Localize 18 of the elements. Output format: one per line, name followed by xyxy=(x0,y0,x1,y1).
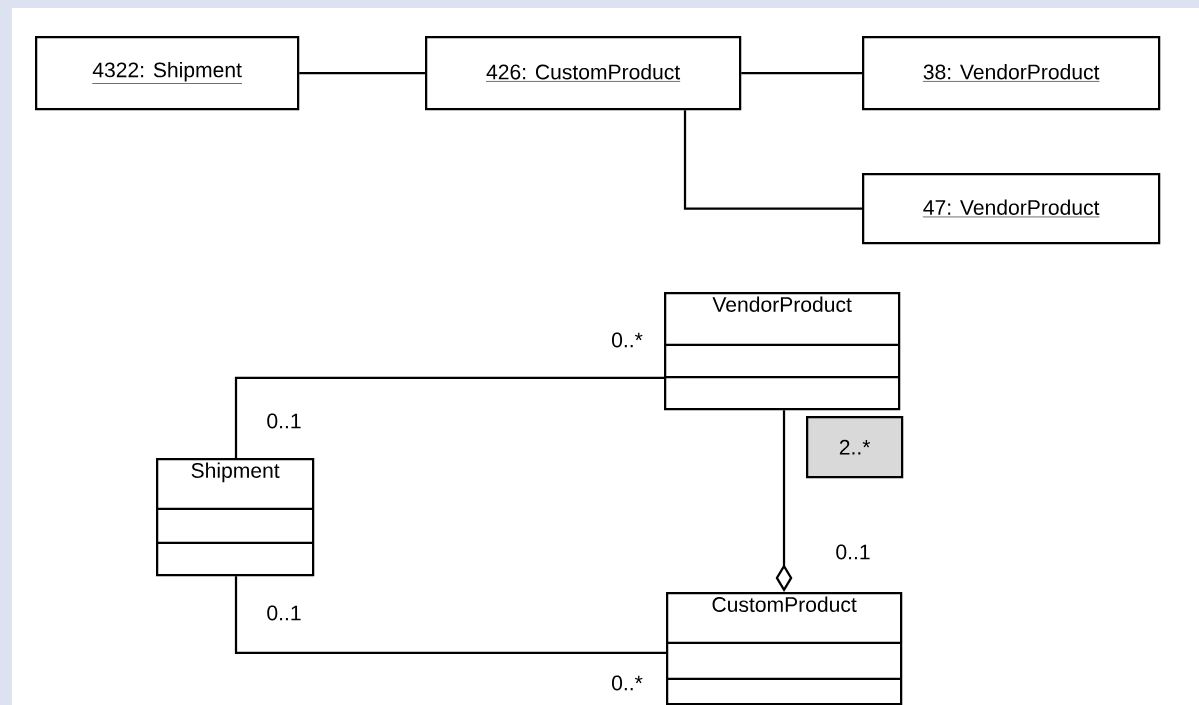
class-box: VendorProduct xyxy=(664,292,901,411)
multiplicity-note: 2..* xyxy=(806,416,904,479)
class-box: CustomProduct xyxy=(666,592,903,705)
class-box: Shipment xyxy=(156,458,315,577)
association-line xyxy=(741,72,862,75)
object-box: 38: VendorProduct xyxy=(862,36,1161,111)
association-line xyxy=(234,376,664,458)
multiplicity-label: 0..1 xyxy=(267,605,301,621)
association-line xyxy=(683,110,862,210)
association-line xyxy=(234,576,666,655)
multiplicity-label: 0..* xyxy=(612,675,643,691)
object-box: 4322: Shipment xyxy=(35,36,300,111)
association-line xyxy=(299,72,425,75)
object-box: 426: CustomProduct xyxy=(425,36,742,111)
object-box: 47: VendorProduct xyxy=(862,173,1161,245)
multiplicity-label: 0..1 xyxy=(267,413,301,429)
multiplicity-label: 0..* xyxy=(612,332,643,348)
multiplicity-label: 0..1 xyxy=(836,544,870,560)
